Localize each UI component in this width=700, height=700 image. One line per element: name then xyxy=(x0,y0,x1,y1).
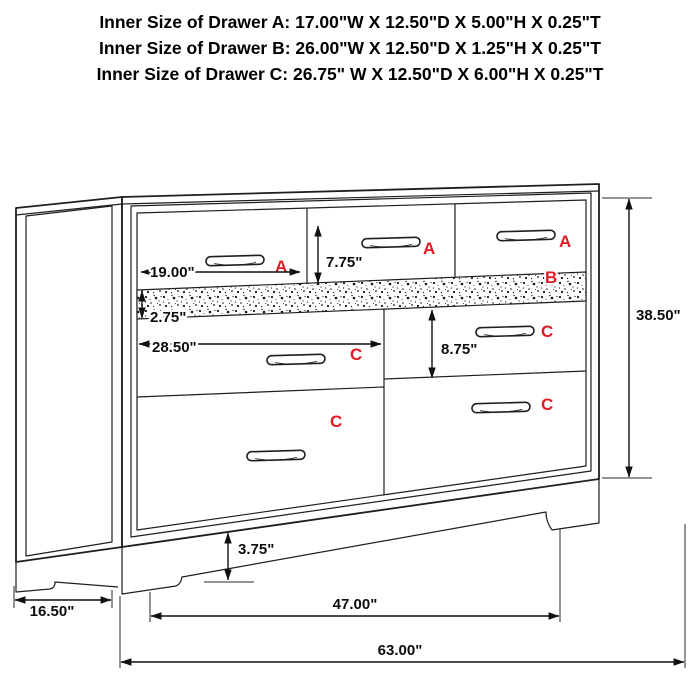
drawer-letter-a-top-middle: A xyxy=(423,239,435,258)
dim-top-drawer-width: 19.00" xyxy=(150,264,195,281)
handle-a-top-right xyxy=(496,229,556,242)
drawer-letter-c-right-upper: C xyxy=(541,322,553,341)
dim-top-drawer-height: 7.75" xyxy=(326,254,362,271)
dim-left-drawer-width: 28.50" xyxy=(152,339,197,356)
handle-a-top-left xyxy=(205,254,265,267)
left-column-row-divider xyxy=(136,386,385,398)
dim-leg-span-width: 47.00" xyxy=(333,596,378,613)
dim-base-height: 3.75" xyxy=(238,541,274,558)
side-panel-inset xyxy=(25,205,113,557)
dim-overall-depth: 16.50" xyxy=(30,603,75,620)
handle-c-left-upper xyxy=(266,353,326,366)
header-line-drawer-a: Inner Size of Drawer A: 17.00"W X 12.50"… xyxy=(99,12,601,32)
drawer-letter-b-jewelry: B xyxy=(545,268,557,287)
drawer-handles xyxy=(205,229,556,462)
top-slab-front-edge xyxy=(121,190,600,205)
drawer-letter-c-right-lower: C xyxy=(541,395,553,414)
drawer-letter-c-left-upper: C xyxy=(350,345,362,364)
header-line-drawer-c: Inner Size of Drawer C: 26.75" W X 12.50… xyxy=(96,64,604,84)
jewelry-drawer-band xyxy=(136,271,587,320)
side-panel xyxy=(15,196,123,563)
handle-c-right-lower xyxy=(471,401,531,414)
header-line-drawer-b: Inner Size of Drawer B: 26.00"W X 12.50"… xyxy=(99,38,601,58)
dim-overall-width: 63.00" xyxy=(378,642,423,659)
dim-right-drawer-height: 8.75" xyxy=(441,341,477,358)
drawer-letter-c-left-lower: C xyxy=(330,412,342,431)
handle-c-left-lower xyxy=(246,449,306,462)
side-base-and-foot xyxy=(15,562,119,593)
dim-jewelry-drawer-height: 2.75" xyxy=(150,309,186,326)
drawer-letters: A A A B C C C C xyxy=(273,230,573,433)
drawer-letter-a-top-right: A xyxy=(559,232,571,251)
right-column-row-divider xyxy=(383,370,587,380)
inner-size-header: Inner Size of Drawer A: 17.00"W X 12.50"… xyxy=(0,9,700,87)
handle-a-top-middle xyxy=(361,236,421,249)
front-base-and-feet xyxy=(121,479,600,595)
handle-c-right-upper xyxy=(475,325,535,338)
dresser-outline xyxy=(15,183,600,595)
dimension-annotations: 19.00" 7.75" 2.75" 28.50" 8.75" 38.50" 3… xyxy=(13,197,686,668)
top-slab-side-edge xyxy=(15,203,123,216)
drawer-letter-a-top-left: A xyxy=(275,257,287,276)
drawer-area xyxy=(136,199,587,531)
front-frame-inner xyxy=(130,192,592,538)
dim-overall-height: 38.50" xyxy=(636,307,681,324)
